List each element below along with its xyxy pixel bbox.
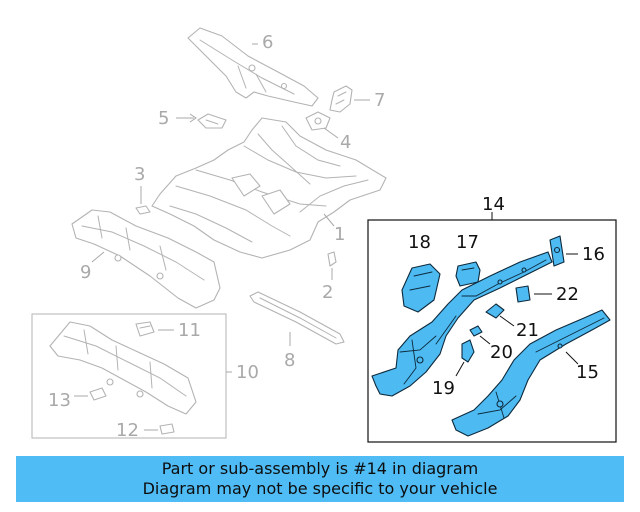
callout-11: 11 xyxy=(178,320,201,341)
callout-2: 2 xyxy=(322,282,333,303)
callout-1: 1 xyxy=(334,224,345,245)
callout-9: 9 xyxy=(80,262,91,283)
part-2-pin xyxy=(327,251,337,267)
callout-8: 8 xyxy=(284,350,295,371)
part-11-bushing xyxy=(135,321,155,337)
part-22-bracket xyxy=(515,285,531,303)
callout-14: 14 xyxy=(482,194,505,215)
part-10-assembly xyxy=(49,321,197,415)
callout-16: 16 xyxy=(582,244,605,265)
part-19-bracket xyxy=(461,339,475,363)
banner-line-1: Part or sub-assembly is #14 in diagram xyxy=(161,459,479,478)
part-6-cross-member xyxy=(187,27,319,107)
part-18-reinforcement xyxy=(401,263,441,313)
part-5-plate xyxy=(197,113,227,129)
callout-13: 13 xyxy=(48,390,71,411)
leader-20 xyxy=(479,335,491,345)
callout-6: 6 xyxy=(262,32,273,53)
callout-19: 19 xyxy=(432,378,455,399)
group-10-box xyxy=(31,313,227,439)
arrow-5 xyxy=(189,113,197,123)
callout-17: 17 xyxy=(456,232,479,253)
leader-15 xyxy=(565,351,579,365)
callout-12: 12 xyxy=(116,420,139,441)
callout-5: 5 xyxy=(158,108,169,129)
part-3-clip xyxy=(135,205,151,215)
part-20-clip xyxy=(469,325,483,337)
part-16-plate xyxy=(549,235,565,267)
callout-21: 21 xyxy=(516,320,539,341)
part-1-rear-floor-pan xyxy=(151,117,387,259)
callout-18: 18 xyxy=(408,232,431,253)
part-21-patch xyxy=(485,303,505,319)
part-8-sill-strip xyxy=(249,291,345,345)
callout-7: 7 xyxy=(374,90,385,111)
banner-line-2: Diagram may not be specific to your vehi… xyxy=(142,479,498,498)
parts-diagram: 6 5 7 4 1 3 2 xyxy=(31,27,617,443)
part-7-bracket xyxy=(329,85,353,113)
part-13-clip xyxy=(89,387,107,401)
part-14-rear-side-member xyxy=(371,251,553,397)
leader-9 xyxy=(91,251,105,263)
callout-10: 10 xyxy=(236,362,259,383)
callout-3: 3 xyxy=(134,164,145,185)
callout-20: 20 xyxy=(490,342,513,363)
callout-4: 4 xyxy=(340,132,351,153)
leader-4 xyxy=(323,127,339,139)
info-banner: Part or sub-assembly is #14 in diagram D… xyxy=(16,456,624,502)
callout-22: 22 xyxy=(556,284,579,305)
part-9-cross-member xyxy=(71,209,221,309)
leader-1 xyxy=(323,213,335,227)
leader-21 xyxy=(499,315,515,327)
part-12-clip xyxy=(159,423,175,435)
part-15-rear-side-member xyxy=(451,309,611,437)
leader-19 xyxy=(455,361,465,377)
callout-15: 15 xyxy=(576,362,599,383)
part-4-bracket xyxy=(305,111,331,131)
